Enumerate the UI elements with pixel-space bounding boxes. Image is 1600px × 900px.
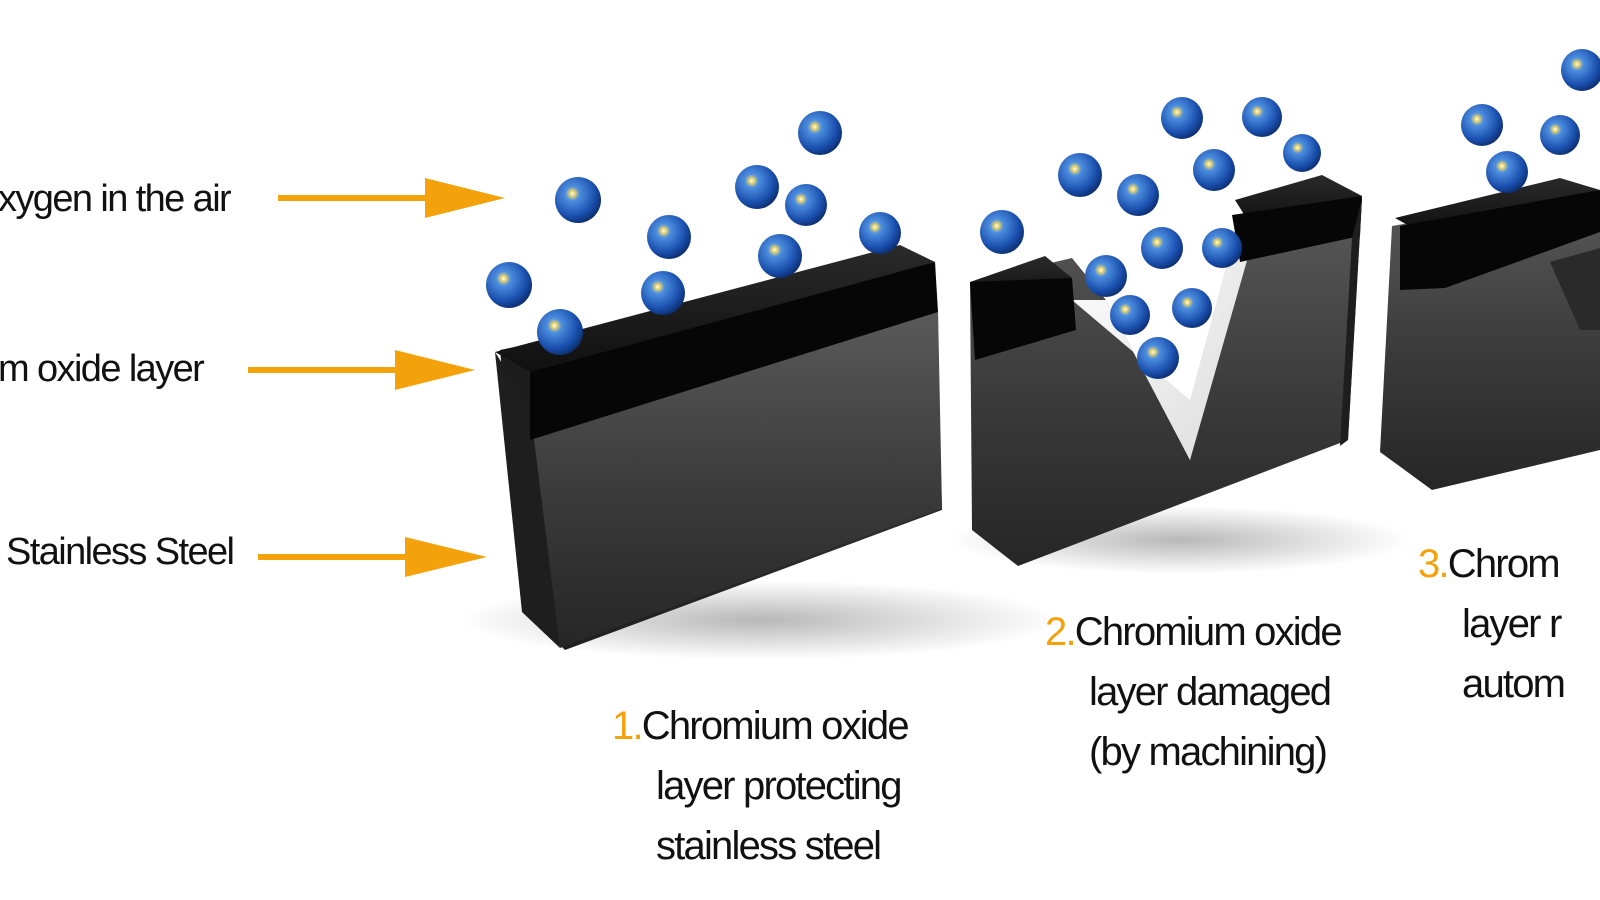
oxygen-molecule <box>1058 153 1102 197</box>
caption-1-line-2: layer protecting <box>656 764 902 808</box>
oxygen-molecule <box>1161 97 1203 139</box>
arrow-oxygen <box>278 178 505 218</box>
caption-3-line-1: Chrom <box>1447 542 1561 586</box>
caption-2-line-2: layer damaged <box>1089 670 1332 714</box>
label-stainless-steel: Stainless Steel <box>6 531 235 573</box>
block-2-oxide-left-front <box>970 278 1076 360</box>
oxygen-molecule <box>555 177 601 223</box>
caption-3-line-2: layer r <box>1462 602 1562 646</box>
oxygen-molecules <box>486 49 1600 379</box>
caption-2-number: 2. <box>1045 610 1077 654</box>
oxygen-molecule <box>1085 255 1127 297</box>
oxygen-molecule <box>1540 115 1580 155</box>
oxygen-molecule <box>1172 288 1212 328</box>
oxygen-molecule <box>1242 97 1282 137</box>
label-oxide-layer: m oxide layer <box>0 348 205 390</box>
block-3-repaired <box>1380 178 1600 490</box>
block-2-damaged <box>970 175 1362 566</box>
oxygen-molecule <box>1110 295 1150 335</box>
block-2-side <box>1340 198 1362 446</box>
oxygen-molecule <box>1486 151 1528 193</box>
oxygen-molecule <box>735 165 779 209</box>
oxygen-molecule <box>785 184 827 226</box>
block-2-oxide-right-front <box>1232 196 1362 262</box>
block-2-notch-face <box>1072 215 1250 460</box>
oxygen-molecule <box>486 262 532 308</box>
caption-2: 2.Chromium oxide layer damaged (by machi… <box>1045 602 1343 782</box>
caption-3: 3.Chrom layer r autom <box>1418 534 1600 714</box>
oxygen-molecule <box>1202 228 1242 268</box>
caption-3-line-3: autom <box>1462 662 1566 706</box>
oxygen-molecule <box>641 271 685 315</box>
oxygen-molecule <box>1137 337 1179 379</box>
label-oxygen: xygen in the air <box>0 178 232 220</box>
arrow-oxide-layer <box>248 350 475 390</box>
oxygen-molecule <box>758 234 802 278</box>
caption-2-line-3: (by machining) <box>1089 730 1328 774</box>
block-3-oxide-front <box>1400 190 1600 290</box>
block-1-intact <box>495 245 942 650</box>
oxygen-molecule <box>1193 149 1235 191</box>
oxygen-molecule <box>1461 104 1503 146</box>
label-arrows <box>248 178 505 577</box>
caption-3-number: 3. <box>1418 542 1450 586</box>
oxygen-molecule <box>1117 174 1159 216</box>
block-3-notch <box>1550 248 1600 330</box>
caption-1: 1.Chromium oxide layer protecting stainl… <box>612 696 910 876</box>
block-1-oxide-front <box>530 262 938 440</box>
caption-1-line-3: stainless steel <box>656 824 882 868</box>
oxygen-molecule <box>647 215 691 259</box>
caption-1-line-1: Chromium oxide <box>641 704 910 748</box>
caption-1-number: 1. <box>612 704 644 748</box>
oxygen-molecule <box>1561 49 1600 91</box>
oxygen-molecule <box>1283 134 1321 172</box>
caption-2-line-1: Chromium oxide <box>1074 610 1343 654</box>
arrow-stainless-steel <box>258 537 487 577</box>
oxygen-molecule <box>859 212 901 254</box>
block-1-oxide-top <box>495 245 935 372</box>
oxygen-molecule <box>980 210 1024 254</box>
oxygen-molecule <box>1141 227 1183 269</box>
block-1-left <box>495 352 560 648</box>
oxygen-molecule <box>537 309 583 355</box>
oxygen-molecule <box>798 111 842 155</box>
